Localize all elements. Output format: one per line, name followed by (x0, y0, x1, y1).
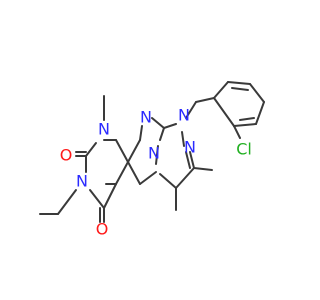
bond (193, 167, 213, 171)
bond (127, 139, 141, 163)
bond (115, 139, 129, 163)
oxygen-label: O (60, 146, 73, 165)
bond (185, 101, 197, 119)
bond (213, 97, 235, 127)
bond (85, 142, 97, 157)
bond (139, 125, 143, 141)
chlorine-label: Cl (236, 140, 252, 159)
bond (163, 123, 177, 129)
bond (127, 161, 141, 185)
bond (159, 127, 165, 141)
bond (227, 81, 251, 85)
bond (155, 145, 159, 165)
bond (115, 161, 129, 185)
bond (239, 117, 255, 121)
nitrogen-label: N (178, 106, 190, 125)
bond (159, 173, 177, 189)
nitrogen-label: N (148, 144, 160, 163)
nitrogen-label: N (140, 108, 152, 127)
bond (195, 97, 215, 103)
atom-labels: O O N N N N N N Cl (60, 106, 252, 239)
bond (139, 171, 157, 185)
nitrogen-label: N (184, 138, 196, 157)
molecule-canvas: O O N N N N N N Cl (39, 81, 265, 239)
nitrogen-label: N (76, 172, 88, 191)
oxygen-label: O (96, 220, 109, 239)
bond (255, 101, 265, 125)
molecule-structure: O O N N N N N N Cl (39, 81, 265, 239)
bond (213, 81, 229, 99)
bond (151, 117, 165, 129)
bond (181, 131, 185, 147)
bond (189, 151, 195, 169)
bond (233, 125, 241, 139)
bond (185, 151, 191, 169)
bond (249, 83, 265, 103)
nitrogen-label: N (98, 120, 110, 139)
bond (57, 189, 77, 215)
bond (175, 167, 195, 189)
bond (89, 189, 105, 209)
bond (103, 183, 117, 209)
bonds (39, 81, 265, 223)
bond (233, 123, 257, 127)
bond (231, 87, 249, 91)
